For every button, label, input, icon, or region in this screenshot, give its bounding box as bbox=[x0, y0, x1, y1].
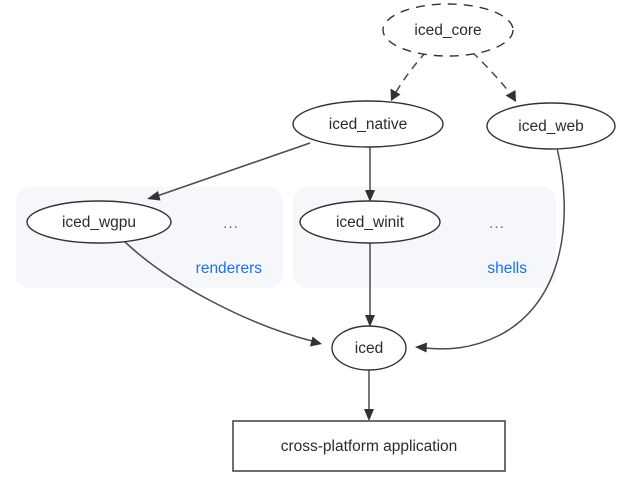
edge-iced-wgpu-to-iced bbox=[123, 240, 322, 347]
arrowhead-icon bbox=[390, 88, 401, 101]
node-iced-web-label: iced_web bbox=[518, 118, 584, 135]
node-iced-native[interactable]: iced_native bbox=[292, 100, 444, 148]
edge-iced-core-to-iced-native bbox=[390, 51, 427, 101]
node-iced-wgpu[interactable]: iced_wgpu bbox=[26, 200, 172, 244]
arrowhead-icon bbox=[415, 342, 427, 353]
edge-iced-to-application bbox=[364, 370, 374, 421]
node-iced-label: iced bbox=[355, 340, 383, 357]
arrowhead-icon bbox=[505, 90, 516, 102]
node-iced-winit-label: iced_winit bbox=[336, 214, 405, 231]
arrowhead-icon bbox=[365, 315, 375, 327]
arrowhead-icon bbox=[147, 191, 161, 201]
node-application-label: cross-platform application bbox=[281, 438, 458, 455]
node-iced-web[interactable]: iced_web bbox=[486, 102, 616, 150]
renderers-ellipsis: ... bbox=[223, 215, 239, 232]
group-renderers-label: renderers bbox=[196, 260, 263, 277]
edge-iced-winit-to-iced bbox=[365, 243, 375, 327]
arrowhead-icon bbox=[365, 190, 375, 202]
node-iced-wgpu-label: iced_wgpu bbox=[62, 214, 136, 231]
node-iced-core[interactable]: iced_core bbox=[382, 3, 514, 57]
node-iced[interactable]: iced bbox=[331, 325, 407, 371]
edge-iced-core-to-iced-web bbox=[471, 51, 516, 102]
arrowhead-icon bbox=[310, 336, 322, 347]
shells-ellipsis: ... bbox=[489, 215, 505, 232]
edge-iced-native-to-iced-winit bbox=[365, 147, 375, 202]
arrowhead-icon bbox=[364, 409, 374, 421]
node-iced-winit[interactable]: iced_winit bbox=[299, 200, 441, 244]
group-shells-label: shells bbox=[487, 260, 527, 277]
node-iced-core-label: iced_core bbox=[414, 22, 481, 39]
node-iced-native-label: iced_native bbox=[329, 116, 407, 133]
edge-iced-native-to-iced-wgpu bbox=[147, 142, 311, 201]
edge-iced-web-to-iced bbox=[415, 147, 565, 353]
node-application[interactable]: cross-platform application bbox=[232, 420, 506, 472]
